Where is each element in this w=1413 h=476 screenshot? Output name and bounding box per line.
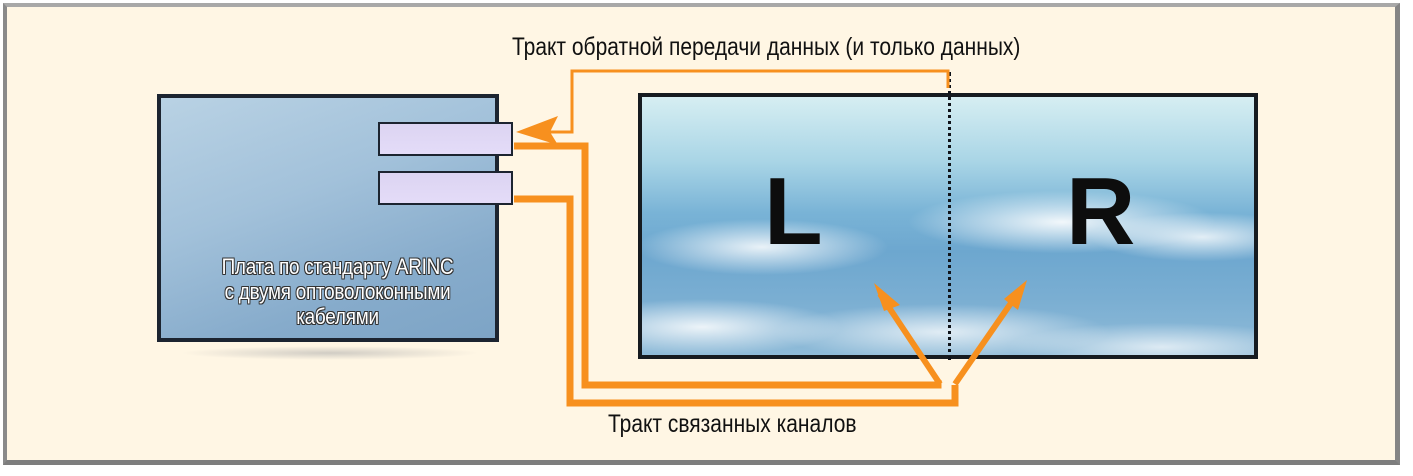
display-divider (948, 72, 951, 360)
board-port-1 (378, 122, 513, 156)
linked-path-outer (514, 142, 942, 389)
board-label-line-2: с двумя оптоволоконными (224, 279, 451, 304)
arrow-shaft-right (952, 288, 1023, 386)
arrowhead-left-icon (874, 283, 900, 311)
return-path-caption: Тракт обратной передачи данных (и только… (512, 33, 1021, 61)
left-channel-label: L (764, 158, 823, 265)
board-label: Плата по стандарту ARINC с двумя оптовол… (193, 254, 481, 329)
right-channel-label: R (1066, 158, 1136, 265)
board-label-line-3: кабелями (296, 304, 379, 329)
arrowhead-right-icon (1004, 280, 1027, 310)
board-shadow (180, 346, 480, 360)
return-arrowhead-icon (516, 116, 558, 145)
linked-channels-caption: Тракт связанных каналов (608, 410, 857, 438)
board-label-line-1: Плата по стандарту ARINC (221, 254, 454, 279)
linked-path-inner (514, 195, 959, 407)
arrow-shaft-left (877, 292, 943, 386)
board-port-2 (378, 171, 513, 205)
return-path-line (540, 69, 950, 134)
